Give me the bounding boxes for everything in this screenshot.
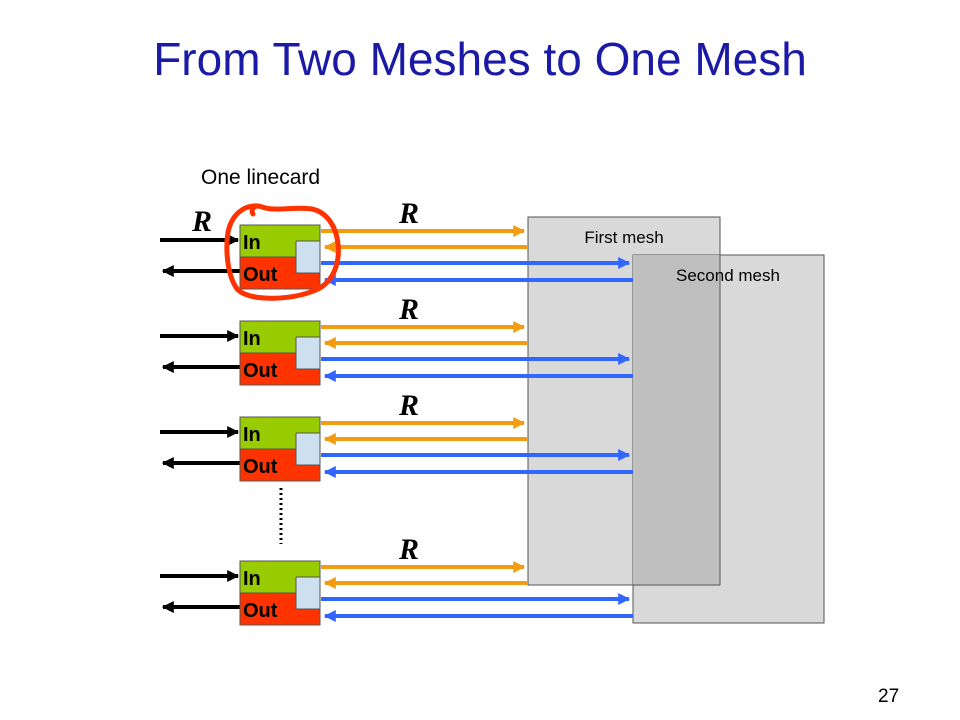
in-label: In [243, 424, 261, 446]
buffer-box [295, 576, 321, 610]
in-label: In [243, 232, 261, 254]
first-mesh-label: First mesh [584, 228, 663, 247]
out-label: Out [243, 456, 278, 478]
input-rate-label: R [191, 205, 212, 238]
linecard-label: One linecard [201, 166, 320, 189]
buffer-box [295, 336, 321, 370]
rate-label-4: R [398, 533, 419, 566]
page-number: 27 [878, 686, 900, 707]
linecard-1: In Out [160, 224, 633, 290]
slide-title: From Two Meshes to One Mesh [153, 33, 807, 85]
rate-label-3: R [398, 389, 419, 422]
linecard-highlight-circle [224, 203, 341, 301]
out-label: Out [243, 264, 278, 286]
mesh-overlap-region [633, 255, 720, 585]
out-label: Out [243, 360, 278, 382]
rate-label-2: R [398, 293, 419, 326]
rate-label-1: R [398, 197, 419, 230]
in-label: In [243, 328, 261, 350]
buffer-box [295, 240, 321, 274]
in-label: In [243, 568, 261, 590]
out-label: Out [243, 600, 278, 622]
linecard-3: In Out [160, 416, 633, 482]
buffer-box [295, 432, 321, 466]
linecard-4: In Out [160, 560, 633, 626]
second-mesh-label: Second mesh [676, 266, 780, 285]
linecard-2: In Out [160, 320, 633, 386]
